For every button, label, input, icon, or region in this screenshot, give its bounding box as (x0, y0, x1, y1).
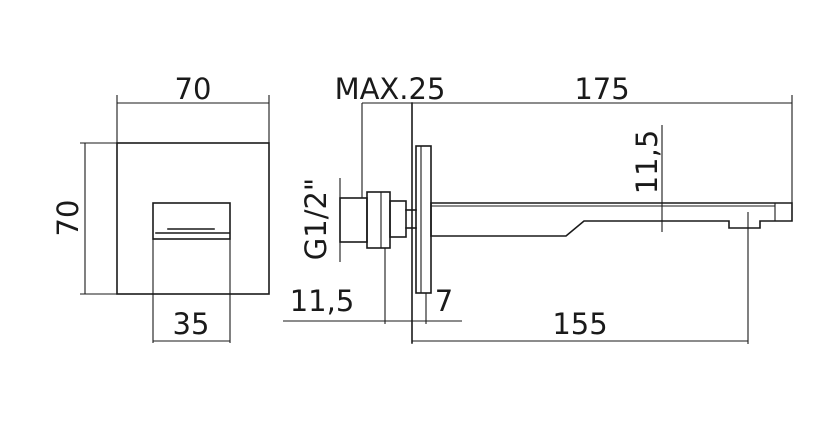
inlet-thread (339, 197, 368, 243)
plate-dimension-label: 7 (435, 284, 453, 318)
front-outlet-outline (152, 202, 231, 240)
height-dimension-label: 70 (51, 200, 85, 237)
width-dimension-label: 70 (175, 72, 212, 106)
side-view: MAX.25 175 11,5 G1/2" 11,5 7 155 (283, 72, 793, 344)
inlet-offset-dimension-label: 11,5 (290, 284, 355, 318)
inlet-connector (389, 200, 407, 238)
outlet-dimension-label: 35 (173, 307, 210, 341)
length-dimension-label: 175 (574, 72, 629, 106)
front-view: 70 70 35 (51, 72, 270, 343)
front-plate-outline (116, 142, 270, 295)
wall-plate (415, 145, 432, 294)
thread-dimension-label: G1/2" (299, 178, 333, 260)
reach-dimension-label: 155 (552, 307, 607, 341)
max-dimension-label: MAX.25 (335, 72, 446, 106)
spout-outline (430, 202, 793, 237)
inlet-hex-nut (366, 191, 391, 249)
spout-height-dimension-label: 11,5 (630, 130, 664, 195)
